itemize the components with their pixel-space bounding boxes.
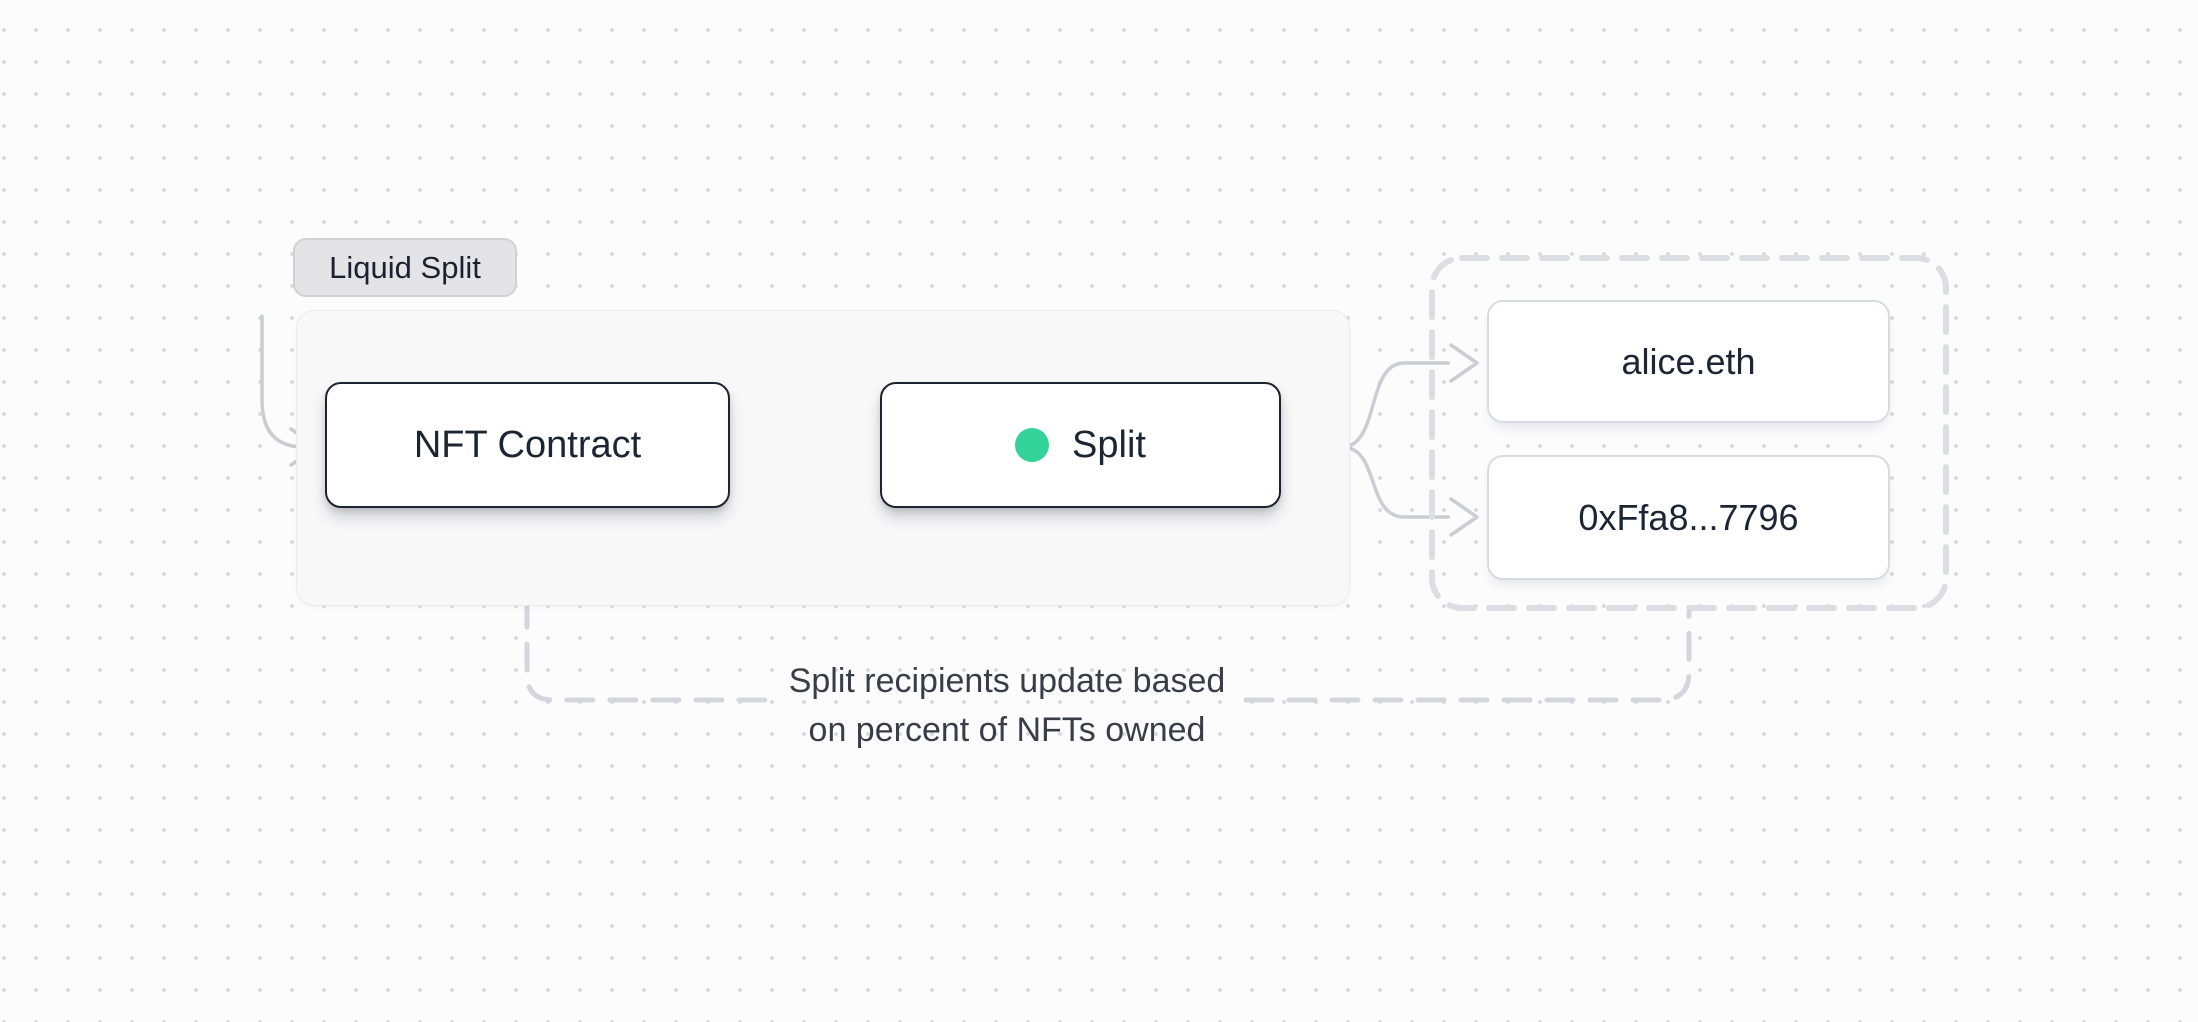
feedback-caption-line2: on percent of NFTs owned [808, 711, 1206, 749]
node-split-label: Split [1072, 423, 1146, 466]
node-recipient-alice[interactable]: alice.eth [1487, 300, 1890, 423]
node-recipient-alice-label: alice.eth [1621, 340, 1756, 382]
edge-split-to-address [1340, 445, 1479, 537]
liquid-split-badge-label: Liquid Split [329, 249, 481, 285]
arrowhead-alice-icon [1449, 343, 1479, 383]
node-split[interactable]: Split [880, 382, 1281, 508]
node-nft-contract[interactable]: NFT Contract [325, 382, 730, 508]
node-recipient-address[interactable]: 0xFfa8...7796 [1487, 455, 1890, 580]
node-nft-contract-label: NFT Contract [413, 423, 642, 466]
arrowhead-address-icon [1449, 497, 1479, 537]
split-status-dot-icon [1015, 428, 1050, 462]
node-recipient-address-label: 0xFfa8...7796 [1578, 496, 1799, 538]
feedback-caption: Split recipients update based on percent… [757, 657, 1257, 755]
feedback-caption-line1: Split recipients update based [788, 662, 1226, 700]
liquid-split-badge: Liquid Split [293, 238, 517, 297]
